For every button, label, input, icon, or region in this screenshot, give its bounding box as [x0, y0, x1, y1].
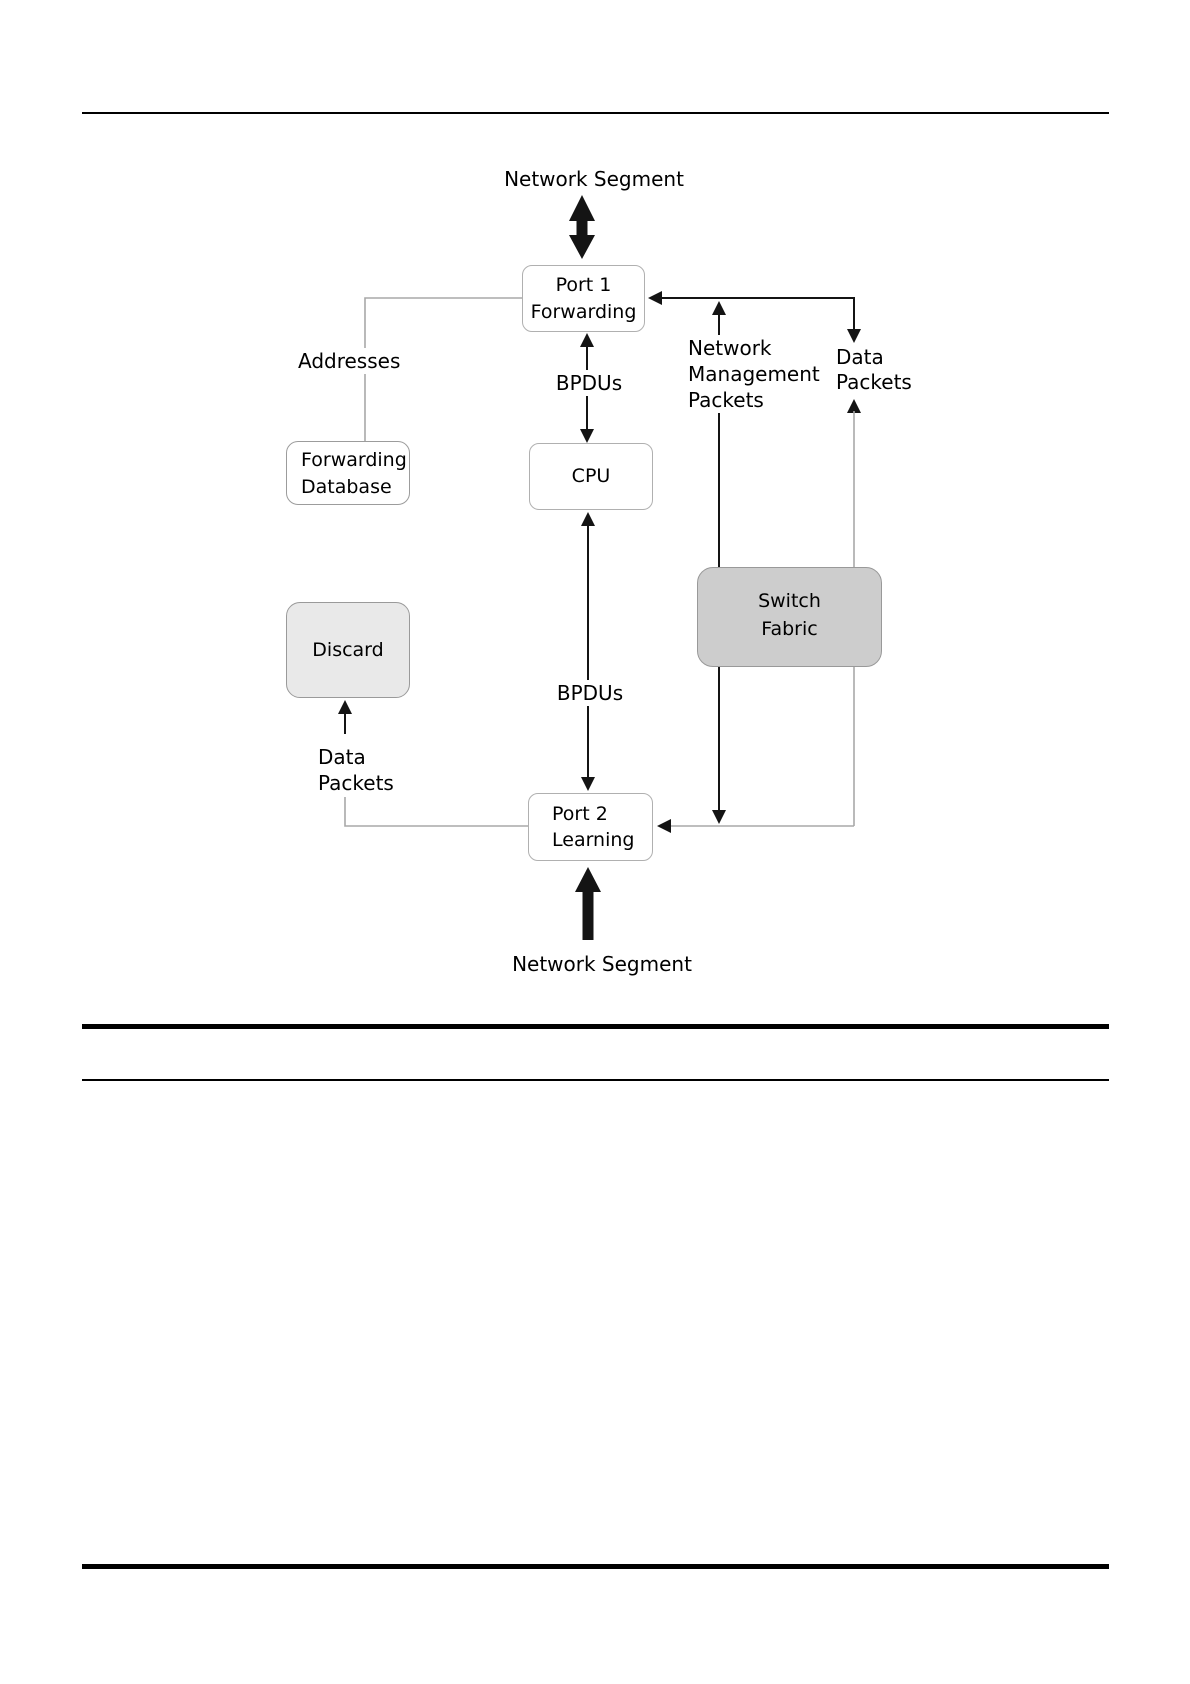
port1-incoming-arrow	[648, 291, 854, 305]
addresses-text: Addresses	[298, 349, 401, 373]
network-segment-bottom-text: Network Segment	[512, 952, 692, 976]
network-segment-bottom-arrow	[575, 867, 601, 940]
port2-box-line2: Learning	[552, 829, 635, 851]
cpu-box: CPU	[529, 443, 653, 510]
bottom-rule-thick	[82, 1564, 1109, 1569]
nmp-line3: Packets	[688, 388, 764, 412]
switch-fabric-line2: Fabric	[761, 618, 818, 640]
switch-fabric-line1: Switch	[758, 590, 821, 612]
port1-box-line2: Forwarding	[530, 301, 637, 323]
data-packets-right-line2: Packets	[836, 370, 912, 394]
network-segment-top-text: Network Segment	[504, 167, 684, 191]
bpdus-bottom-label: BPDUs	[553, 680, 627, 706]
discard-box-label: Discard	[312, 638, 384, 661]
network-segment-top-arrow	[569, 195, 595, 259]
bpdus-top-label: BPDUs	[552, 370, 626, 396]
discard-flow-line	[338, 700, 528, 827]
network-segment-top-label: Network Segment	[472, 166, 716, 192]
cpu-box-label: CPU	[571, 465, 611, 487]
data-packets-left-label: Data Packets	[316, 744, 396, 796]
addresses-connector-line	[364, 297, 522, 441]
top-rule	[82, 112, 1109, 114]
bpdus-bottom-text: BPDUs	[556, 681, 624, 705]
port2-incoming-arrow	[657, 819, 854, 833]
switch-fabric-box: Switch Fabric	[697, 567, 882, 667]
fdb-box-line1: Forwarding	[301, 449, 407, 471]
divider-rule-thick	[82, 1024, 1109, 1029]
data-packets-right-line1: Data	[836, 345, 884, 369]
port2-learning-box: Port 2 Learning	[528, 793, 653, 861]
bpdus-top-text: BPDUs	[555, 371, 623, 395]
divider-rule-thin	[82, 1079, 1109, 1081]
network-segment-bottom-label: Network Segment	[480, 951, 724, 977]
port1-box-line1: Port 1	[555, 274, 612, 296]
data-packets-left-line2: Packets	[318, 771, 394, 795]
discard-box: Discard	[286, 602, 410, 698]
data-packets-right-label: Data Packets	[834, 345, 914, 395]
forwarding-database-box: Forwarding Database	[286, 441, 410, 505]
fdb-box-line2: Database	[301, 476, 392, 498]
nmp-line1: Network	[688, 336, 772, 360]
network-management-packets-label: Network Management Packets	[686, 335, 822, 413]
port1-forwarding-box: Port 1 Forwarding	[522, 265, 645, 332]
bpdus-bottom-arrow	[581, 512, 595, 791]
data-packets-left-line1: Data	[318, 745, 366, 769]
nmp-line2: Management	[688, 362, 820, 386]
addresses-label: Addresses	[296, 348, 403, 374]
port2-box-line1: Port 2	[552, 803, 608, 825]
